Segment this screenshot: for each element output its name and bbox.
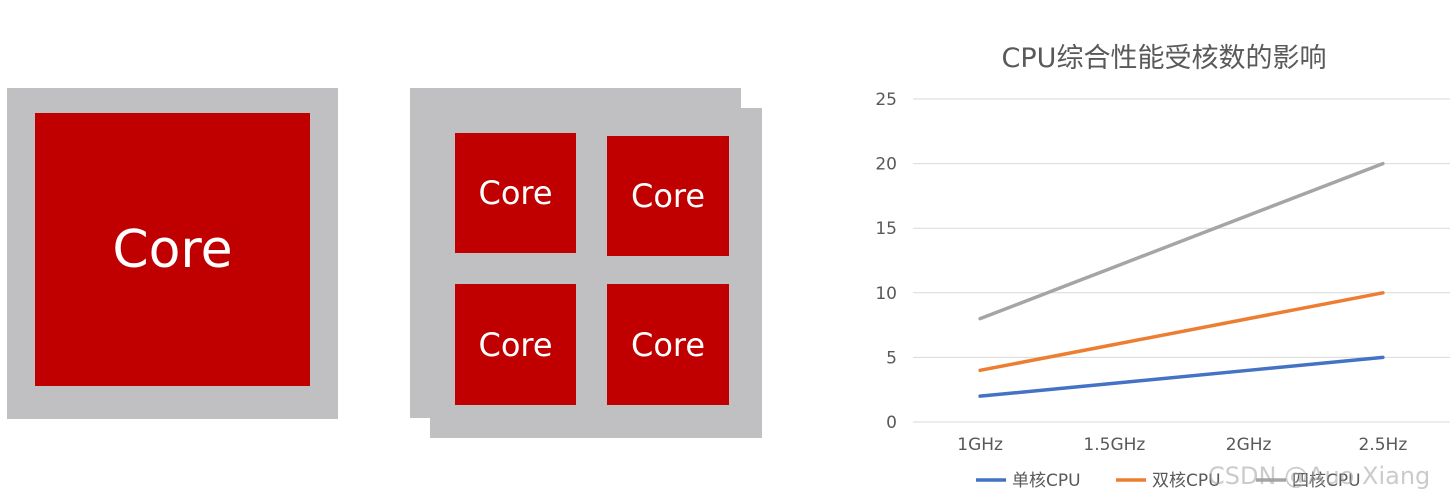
x-tick-label: 2.5Hz bbox=[1359, 435, 1408, 455]
watermark: CSDN @Auo Xiang bbox=[1208, 462, 1431, 490]
performance-line-chart: CPU综合性能受核数的影响 0 5 10 15 20 25 1GHz 1.5GHz 2GHz 2… bbox=[875, 43, 1450, 491]
y-tick-label: 5 bbox=[886, 348, 897, 368]
core-label: Core bbox=[630, 325, 706, 364]
legend-label: 双核CPU bbox=[1152, 471, 1221, 491]
chart-gridlines bbox=[913, 98, 1450, 423]
y-tick-label: 10 bbox=[875, 284, 897, 304]
y-tick-label: 0 bbox=[886, 413, 897, 433]
x-tick-label: 2GHz bbox=[1226, 435, 1272, 455]
chart-legend: 单核CPU 双核CPU 四核CPU bbox=[976, 471, 1361, 491]
y-tick-label: 15 bbox=[875, 219, 897, 239]
series-line bbox=[978, 161, 1385, 321]
y-tick-label: 20 bbox=[875, 155, 897, 175]
single-core-package: Core bbox=[7, 88, 338, 419]
quad-core-block-3: Core bbox=[455, 284, 576, 405]
y-tick-label: 25 bbox=[875, 90, 897, 110]
core-label: Core bbox=[112, 219, 233, 280]
series-line bbox=[978, 291, 1385, 373]
single-core-block: Core bbox=[35, 113, 310, 386]
quad-core-block-1: Core bbox=[455, 133, 576, 253]
x-tick-label: 1GHz bbox=[957, 435, 1003, 455]
legend-label: 四核CPU bbox=[1292, 471, 1361, 491]
quad-core-package: Core Core Core Core bbox=[410, 88, 762, 438]
chart-series bbox=[978, 161, 1385, 398]
x-tick-label: 1.5GHz bbox=[1083, 435, 1145, 455]
core-label: Core bbox=[478, 325, 553, 364]
series-line bbox=[978, 355, 1385, 398]
quad-core-block-4: Core bbox=[607, 284, 729, 405]
chart-title: CPU综合性能受核数的影响 bbox=[1002, 43, 1327, 74]
core-label: Core bbox=[630, 177, 706, 215]
y-axis: 0 5 10 15 20 25 bbox=[875, 90, 897, 433]
quad-core-block-2: Core bbox=[607, 136, 729, 256]
core-label: Core bbox=[478, 174, 553, 212]
legend-label: 单核CPU bbox=[1012, 471, 1081, 491]
x-axis: 1GHz 1.5GHz 2GHz 2.5Hz bbox=[957, 435, 1407, 455]
